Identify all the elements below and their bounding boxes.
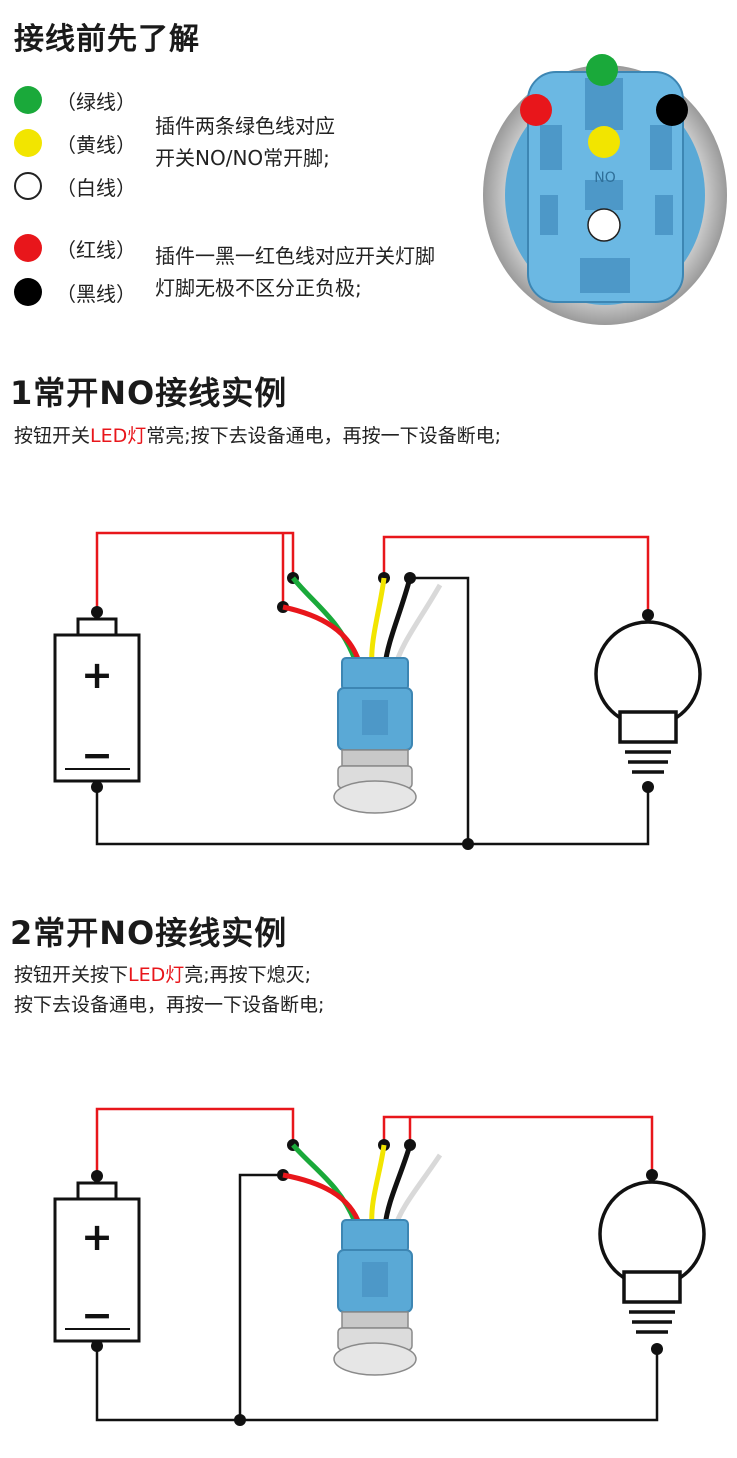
- battery-minus: −: [81, 1293, 113, 1337]
- section1-title: 1常开NO接线实例: [10, 374, 288, 412]
- legend-label: （黑线）: [56, 281, 136, 306]
- black-wire: [95, 1346, 659, 1422]
- junction-dot: [462, 838, 474, 850]
- green-wire-note: 插件两条绿色线对应 开关NO/NO常开脚;: [155, 110, 335, 174]
- battery-icon: + −: [53, 1181, 141, 1343]
- green-pin-dot-icon: [586, 54, 618, 86]
- battery-icon: + −: [53, 617, 141, 783]
- yellow-pin-dot-icon: [588, 126, 620, 158]
- instr-text: 按钮开关: [14, 425, 91, 447]
- pin-slot: [580, 258, 630, 293]
- black-dot-icon: [14, 278, 42, 306]
- section2-instructions: 按钮开关按下LED灯亮;再按下熄灭; 按下去设备通电，再按一下设备断电;: [14, 960, 324, 1020]
- instr-line: 按下去设备通电，再按一下设备断电;: [14, 994, 325, 1016]
- red-wire-note: 插件一黑一红色线对应开关灯脚 灯脚无极不区分正负极;: [155, 240, 435, 304]
- pin-slot: [650, 125, 672, 170]
- instr-text: 常亮;按下去设备通电，再按一下设备断电;: [146, 425, 502, 447]
- legend-label: （绿线）: [56, 89, 136, 114]
- junction-dot: [91, 606, 103, 618]
- note-line: 插件两条绿色线对应: [155, 114, 335, 138]
- section1-instructions: 按钮开关LED灯常亮;按下去设备通电，再按一下设备断电;: [14, 421, 501, 451]
- junction-dot: [91, 1170, 103, 1182]
- note-line: 灯脚无极不区分正负极;: [155, 276, 362, 300]
- legend-item-red: （红线）: [14, 233, 136, 263]
- battery-minus: −: [81, 733, 113, 777]
- junction-dot: [642, 781, 654, 793]
- black-pin-dot-icon: [656, 94, 688, 126]
- legend-label: （白线）: [56, 175, 136, 200]
- junction-dot: [651, 1343, 663, 1355]
- yellow-dot-icon: [14, 129, 42, 157]
- legend-item-black: （黑线）: [14, 277, 136, 307]
- white-pin-dot-icon: [587, 208, 621, 242]
- led-text: LED灯: [128, 964, 185, 986]
- pin-slot: [585, 180, 623, 210]
- red-wire: [382, 1115, 654, 1175]
- green-dot-icon: [14, 86, 42, 114]
- light-bulb-icon: [594, 620, 702, 774]
- red-wire: [382, 535, 650, 615]
- no-label: NO: [594, 170, 616, 186]
- junction-dot: [91, 781, 103, 793]
- junction-dot: [234, 1414, 246, 1426]
- section2-title: 2常开NO接线实例: [10, 914, 288, 952]
- battery-plus: +: [81, 653, 113, 697]
- instr-line: 按钮开关按下LED灯亮;再按下熄灭;: [14, 960, 324, 990]
- legend-label: （红线）: [56, 237, 136, 262]
- pin-slot: [585, 78, 623, 130]
- note-line: 插件一黑一红色线对应开关灯脚: [155, 244, 435, 268]
- push-switch-icon: [282, 1143, 443, 1376]
- legend-item-yellow: （黄线）: [14, 128, 136, 158]
- legend-label: （黄线）: [56, 132, 136, 157]
- pin-slot: [540, 195, 558, 235]
- white-dot-icon: [14, 172, 42, 200]
- battery-plus: +: [81, 1215, 113, 1259]
- push-switch-icon: [282, 576, 443, 814]
- black-wire: [95, 787, 650, 846]
- junction-dot: [646, 1169, 658, 1181]
- light-bulb-icon: [598, 1180, 706, 1334]
- instr-text: 亮;再按下熄灭;: [184, 964, 312, 986]
- page-title: 接线前先了解: [14, 22, 200, 57]
- note-line: 开关NO/NO常开脚;: [155, 146, 330, 170]
- junction-dot: [91, 1340, 103, 1352]
- led-text: LED灯: [90, 425, 147, 447]
- junction-dot: [642, 609, 654, 621]
- black-wire: [238, 1173, 283, 1420]
- pin-slot: [655, 195, 673, 235]
- pin-slot: [540, 125, 562, 170]
- red-dot-icon: [14, 234, 42, 262]
- black-wire: [410, 576, 470, 844]
- legend-item-green: （绿线）: [14, 85, 136, 115]
- switch-back-illustration: NO: [483, 54, 727, 325]
- red-pin-dot-icon: [520, 94, 552, 126]
- legend-item-white: （白线）: [14, 171, 136, 201]
- red-wire: [95, 531, 295, 612]
- instr-text: 按钮开关按下: [14, 964, 129, 986]
- red-wire: [95, 1107, 295, 1176]
